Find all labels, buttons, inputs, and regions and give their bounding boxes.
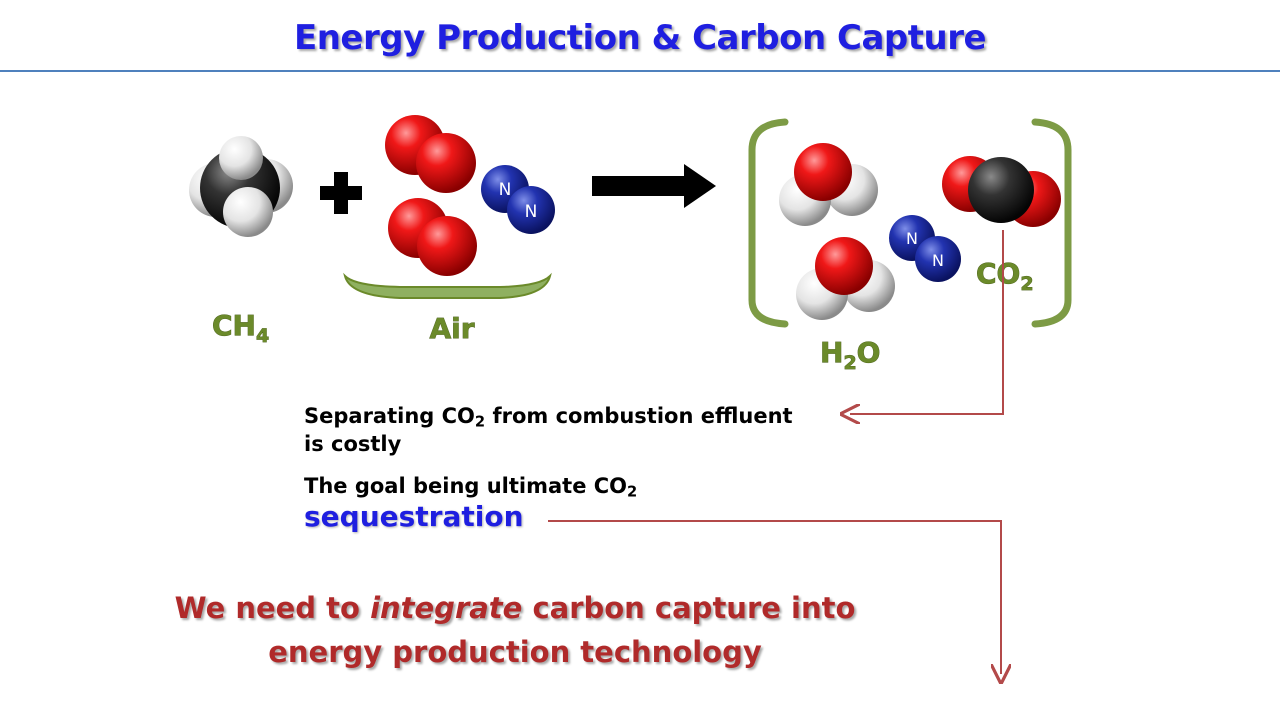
- oxygen-molecule-top: [385, 115, 476, 193]
- methane-label: CH4: [212, 309, 269, 347]
- carbon-dioxide-label: CO2: [976, 257, 1034, 295]
- oxygen-molecule-bottom: [388, 198, 477, 276]
- product-bracket-left: [748, 118, 789, 328]
- plus-icon: [320, 172, 362, 214]
- nitrogen-atom-label: N: [906, 229, 918, 248]
- nitrogen-molecule-reactant: N N: [481, 165, 555, 234]
- goal-note: The goal being ultimate CO2: [304, 474, 638, 501]
- reaction-arrow: [592, 164, 716, 208]
- nitrogen-atom-label: N: [499, 180, 512, 200]
- capture-arrow: [850, 230, 1004, 414]
- water-label: H2O: [820, 336, 880, 374]
- page-title: Energy Production & Carbon Capture: [293, 18, 987, 58]
- carbon-dioxide-molecule: [942, 156, 1061, 227]
- methane-molecule: [189, 136, 293, 237]
- integration-message: We need to integrate carbon capture into…: [174, 591, 856, 669]
- product-bracket-right: [1031, 118, 1072, 328]
- water-molecule-top: [779, 143, 878, 226]
- nitrogen-atom-label: N: [525, 202, 538, 222]
- air-label: Air: [429, 312, 474, 345]
- title-divider: [0, 70, 1280, 72]
- air-brace: [343, 272, 552, 299]
- separation-note: Separating CO2 from combustion effluent …: [304, 404, 793, 456]
- nitrogen-atom-label: N: [932, 251, 944, 270]
- water-molecule-bottom: [796, 237, 895, 320]
- nitrogen-molecule-product: N N: [889, 215, 961, 282]
- sequestration-label: sequestration: [304, 500, 524, 533]
- sequestration-arrow: [548, 520, 1001, 674]
